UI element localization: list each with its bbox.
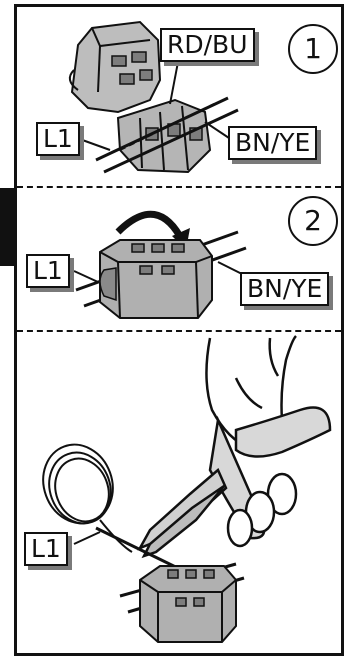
open-connector-top-icon bbox=[70, 22, 160, 112]
label-l1-panel-1: L1 bbox=[36, 122, 80, 156]
panel-3-illustration bbox=[32, 336, 330, 642]
close-arrow-icon bbox=[118, 214, 183, 242]
cutter-hand-icon bbox=[140, 336, 330, 556]
step-number-1: 1 bbox=[288, 24, 338, 74]
open-connector-bottom-icon bbox=[118, 100, 210, 172]
label-l1-panel-3: L1 bbox=[24, 532, 68, 566]
closed-connector-icon bbox=[100, 240, 212, 318]
bottom-connector-icon bbox=[120, 564, 244, 642]
label-l1-panel-2: L1 bbox=[26, 254, 70, 288]
panel-2-illustration bbox=[74, 214, 246, 318]
label-rd-bu: RD/BU bbox=[160, 28, 255, 62]
step-number-2: 2 bbox=[288, 196, 338, 246]
label-bn-ye-panel-1: BN/YE bbox=[228, 126, 317, 160]
label-bn-ye-panel-2: BN/YE bbox=[240, 272, 329, 306]
